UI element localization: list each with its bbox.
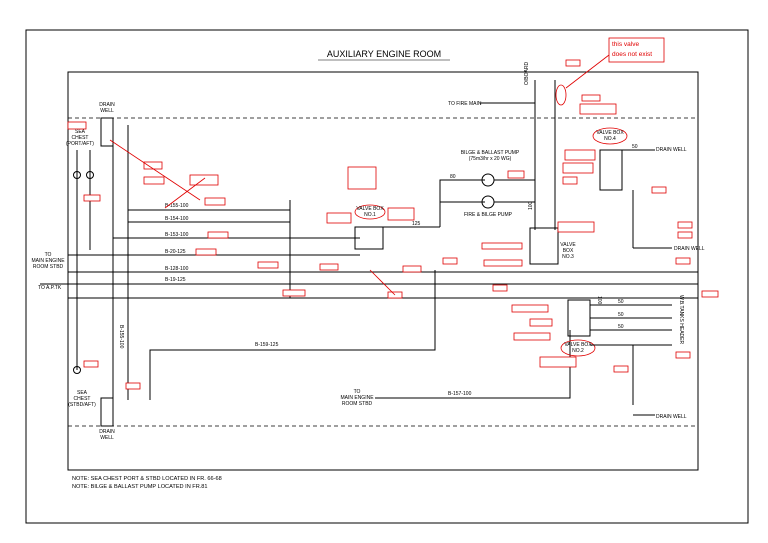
pipe-b159 [149, 270, 436, 400]
sea-chest-port-label-1: SEA [75, 129, 86, 135]
bilge-pump-label-2: (75m3/hr x 20 WG) [469, 156, 512, 162]
note-2: NOTE: BILGE & BALLAST PUMP LOCATED IN FR… [72, 484, 208, 490]
drain-well-r2-label: DRAIN WELL [674, 246, 705, 252]
pipe-label-b128: B-128-100 [165, 266, 189, 272]
valve-box-4-highlight [592, 127, 628, 145]
diagram-title: AUXILIARY ENGINE ROOM [327, 49, 441, 59]
ws-tanks-header-label: W.B.TANKS HEADER [678, 295, 684, 344]
to-main-engine-room-left-2: MAIN ENGINE [31, 258, 65, 264]
callout-box [608, 37, 665, 63]
valve-box-4 [599, 149, 623, 191]
to-main-engine-room-bottom-3: ROOM STBD [342, 401, 373, 407]
pipe-label-b19: B-19-125 [165, 277, 186, 283]
valve-box-1-label-2: NO.1 [364, 212, 376, 218]
size-50d: 50 [618, 324, 624, 330]
pipe-label-b153: B-153-100 [165, 232, 189, 238]
fire-pump-label: FIRE & BILGE PUMP [464, 212, 513, 218]
size-50c: 50 [618, 312, 624, 318]
valve-box-2 [567, 299, 591, 337]
bilge-pump-label-1: BILGE & BALLAST PUMP [461, 150, 520, 156]
pipe-label-b154: B-154-100 [165, 216, 189, 222]
sea-chest-port-label-2: CHEST [72, 135, 89, 141]
size-80: 80 [450, 174, 456, 180]
room-frame [67, 71, 699, 471]
sea-chest-stbd-label-1: SEA [77, 390, 88, 396]
sea-chest-stbd-label-3: (STBD/AFT) [68, 402, 96, 408]
pipe-label-b20: B-20-125 [165, 249, 186, 255]
strainer-icon [86, 171, 94, 179]
pipe-label-b155v: B-155-100 [118, 325, 124, 349]
pipe-label-b159: B-159-125 [255, 342, 279, 348]
strainer-icon [73, 366, 81, 374]
drain-well-bottom-label-2: WELL [100, 435, 114, 441]
drain-well-bottom-label-1: DRAIN [99, 429, 115, 435]
drain-well-top-label-2: WELL [100, 108, 114, 114]
callout-line-1: this valve [612, 41, 639, 48]
to-main-engine-room-left-1: TO [45, 252, 52, 258]
drain-well-r1-label: DRAIN WELL [656, 147, 687, 153]
valve-box-4-label-1: VALVE BOX [596, 130, 624, 136]
drain-well-bottom-box [100, 397, 114, 427]
drain-well-top-box [100, 117, 114, 147]
red-annotation-tags [67, 59, 719, 390]
note-1: NOTE: SEA CHEST PORT & STBD LOCATED IN F… [72, 476, 222, 482]
to-main-engine-room-bottom-1: TO [354, 389, 361, 395]
valve-box-3-label-1: VALVE [560, 242, 576, 248]
size-50b: 50 [618, 299, 624, 305]
valve-box-4-label-2: NO.4 [604, 136, 616, 142]
valve-box-3-label-2: BOX [563, 248, 574, 254]
valve-box-2-label-1: VALVE BOX [564, 342, 592, 348]
valve-box-1 [354, 226, 384, 250]
drain-well-top-label-1: DRAIN [99, 102, 115, 108]
pipe-label-b157: B-157-100 [448, 391, 472, 397]
to-fire-main-label: TO FIRE MAIN [448, 101, 482, 107]
valve-box-3-label-3: NO.3 [562, 254, 574, 260]
size-100a: 100 [528, 201, 534, 210]
size-125: 125 [412, 221, 421, 227]
drain-well-r3-label: DRAIN WELL [656, 414, 687, 420]
to-main-engine-room-left-3: ROOM STBD [33, 264, 64, 270]
valve-box-2-label-2: NO.2 [572, 348, 584, 354]
nonexistent-valve-highlight [555, 84, 567, 106]
sea-chest-stbd-label-2: CHEST [74, 396, 91, 402]
sea-chest-port-label-3: (PORT/AFT) [66, 141, 94, 147]
to-main-engine-room-bottom-2: MAIN ENGINE [340, 395, 374, 401]
valve-box-1-label-1: VALVE BOX [356, 206, 384, 212]
callout-line-2: does not exist [612, 51, 652, 58]
pipe-label-b155: B-155-100 [165, 203, 189, 209]
overboard-label: O/BOARD [524, 62, 530, 85]
strainer-icon [73, 171, 81, 179]
pipe-pump-suction [439, 179, 485, 227]
size-50a: 50 [632, 144, 638, 150]
callout-leader [565, 54, 610, 89]
valve-box-1-highlight [354, 204, 386, 220]
valve-box-2-highlight [560, 339, 596, 357]
valve-box-3 [529, 227, 559, 265]
pipe-b157 [375, 330, 571, 399]
to-ap-tk-label: TO A.P.TK [38, 285, 62, 291]
outer-frame [25, 29, 749, 524]
size-100b: 100 [596, 296, 602, 305]
